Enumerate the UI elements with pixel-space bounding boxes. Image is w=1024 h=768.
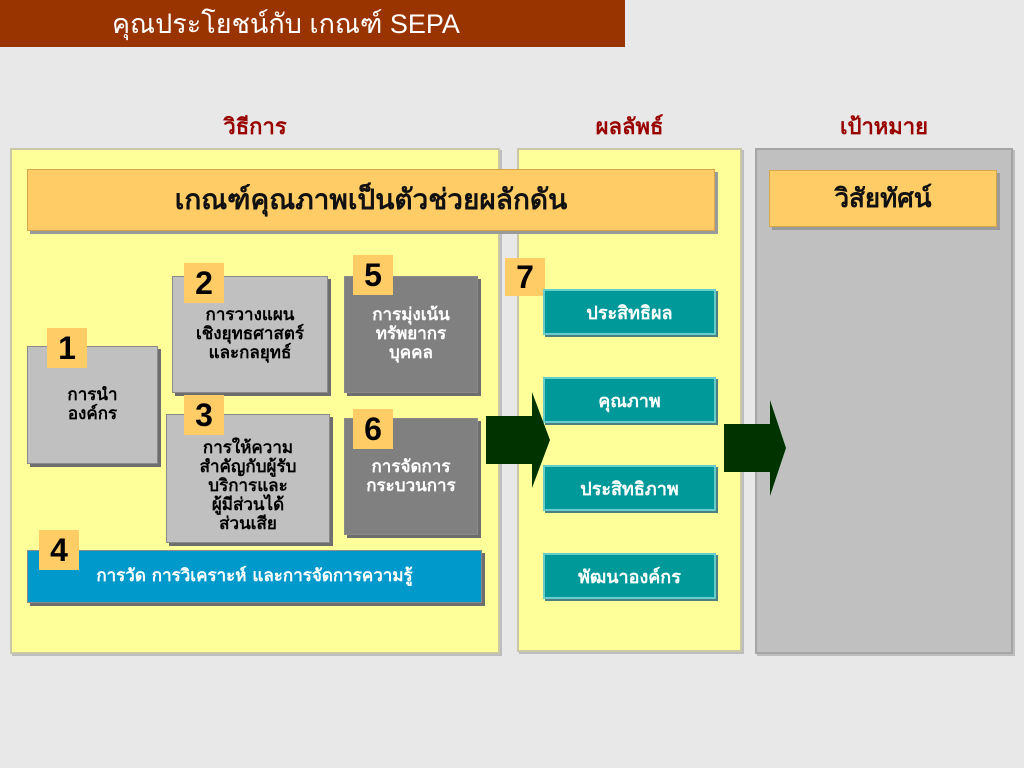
category-label: การให้ความ สำคัญกับผู้รับ บริการและ ผู้ม… [199, 438, 297, 534]
result-efficiency: ประสิทธิภาพ [543, 465, 716, 511]
category-box-customer-focus: การให้ความ สำคัญกับผู้รับ บริการและ ผู้ม… [166, 414, 330, 543]
category-label: การวางแผน เชิงยุทธศาสตร์ และกลยุทธ์ [195, 305, 305, 363]
category-box-workforce-focus: การมุ่งเน้น ทรัพยากร บุคคล [344, 276, 478, 393]
category-number-badge: 1 [47, 328, 87, 368]
category-box-measurement-analysis: การวัด การวิเคราะห์ และการจัดการความรู้ [27, 550, 482, 603]
column-heading-goal: เป้าหมาย [839, 114, 929, 140]
category-number-badge: 3 [184, 395, 224, 435]
category-number-badge: 5 [353, 255, 393, 295]
category-box-strategic-planning: การวางแผน เชิงยุทธศาสตร์ และกลยุทธ์ [172, 276, 328, 393]
category-label: การมุ่งเน้น ทรัพยากร บุคคล [372, 305, 450, 363]
vision-box: วิสัยทัศน์ [769, 170, 997, 227]
arrow-methods-to-results [486, 392, 550, 488]
column-heading-results: ผลลัพธ์ [595, 114, 664, 140]
result-organizational-development: พัฒนาองค์กร [543, 553, 716, 599]
category-label: การนำ องค์กร [67, 385, 118, 424]
result-quality: คุณภาพ [543, 377, 716, 423]
category-label: การวัด การวิเคราะห์ และการจัดการความรู้ [96, 566, 413, 586]
quality-criteria-banner: เกณฑ์คุณภาพเป็นตัวช่วยผลักดัน [27, 169, 715, 231]
column-heading-methods: วิธีการ [223, 114, 287, 140]
category-number-badge: 6 [353, 409, 393, 449]
category-number-badge-results: 7 [505, 258, 545, 296]
slide-title: คุณประโยชน์กับ เกณฑ์ SEPA [0, 0, 625, 47]
arrow-results-to-goal [724, 400, 786, 496]
goal-panel [755, 148, 1013, 654]
category-number-badge: 2 [184, 263, 224, 303]
category-number-badge: 4 [39, 530, 79, 570]
category-label: การจัดการ กระบวนการ [366, 456, 456, 496]
result-effectiveness: ประสิทธิผล [543, 289, 716, 335]
